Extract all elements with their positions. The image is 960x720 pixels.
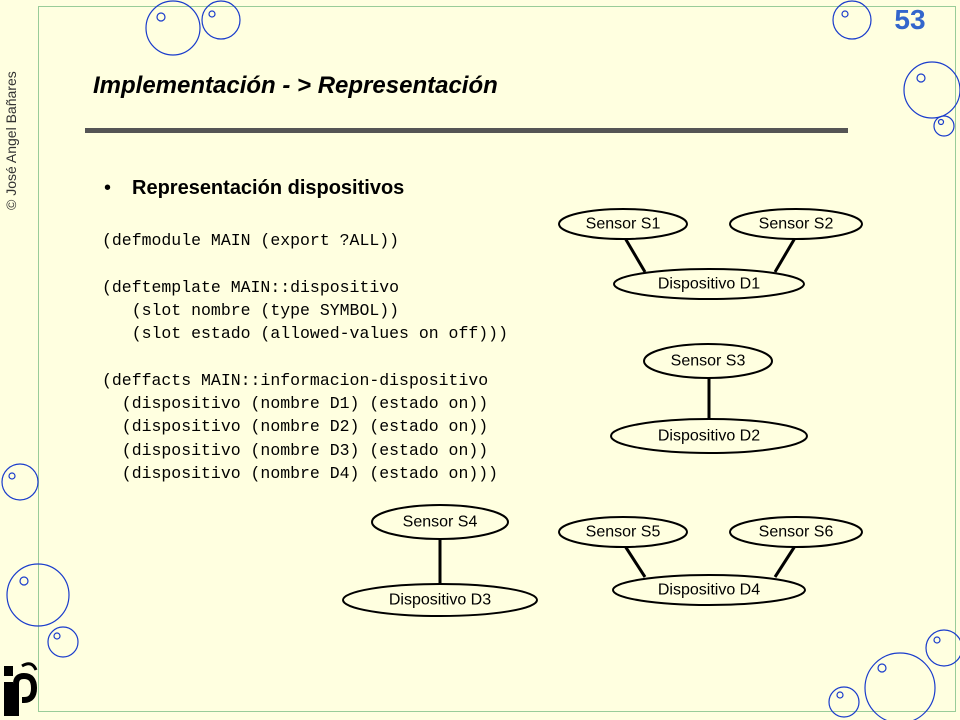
code-line: (deffacts MAIN::informacion-dispositivo <box>102 370 489 390</box>
label-device-d3: Dispositivo D3 <box>389 592 491 609</box>
node-sensor-s3 <box>643 343 773 379</box>
label-sensor-s5: Sensor S5 <box>586 524 661 541</box>
edge-s2-d1 <box>773 237 797 273</box>
institution-logo-icon <box>4 662 38 716</box>
bubble <box>841 10 849 18</box>
node-sensor-s1 <box>558 208 688 240</box>
code-line: (deftemplate MAIN::dispositivo <box>102 277 400 297</box>
bubble <box>925 629 960 667</box>
node-sensor-s6 <box>729 516 863 548</box>
node-device-d2 <box>610 418 808 454</box>
bullet-heading: Representación dispositivos <box>132 177 405 199</box>
node-sensor-s2 <box>729 208 863 240</box>
code-line: (dispositivo (nombre D4) (estado on))) <box>102 463 499 483</box>
bubble <box>903 61 960 119</box>
label-sensor-s1: Sensor S1 <box>586 216 661 233</box>
code-line: (dispositivo (nombre D1) (estado on)) <box>102 394 489 414</box>
label-device-d1: Dispositivo D1 <box>658 276 760 293</box>
node-sensor-s4 <box>371 504 509 540</box>
bubble <box>19 576 29 586</box>
slide-frame <box>38 6 956 712</box>
edge-s5-d4 <box>623 545 647 578</box>
title-divider <box>85 128 848 133</box>
bubble <box>1 463 39 501</box>
label-sensor-s3: Sensor S3 <box>671 353 746 370</box>
code-block: (defmodule MAIN (export ?ALL)) (deftempl… <box>102 229 508 485</box>
node-device-d3 <box>342 583 538 617</box>
bubble <box>208 10 216 18</box>
bubble <box>933 115 955 137</box>
bubble <box>832 0 872 40</box>
bubble <box>201 0 241 40</box>
code-line: (defmodule MAIN (export ?ALL)) <box>102 231 400 250</box>
edge-s6-d4 <box>773 545 797 578</box>
bubble <box>916 73 926 83</box>
bubble <box>145 0 201 56</box>
node-sensor-s5 <box>558 516 688 548</box>
code-line: (slot estado (allowed-values on off))) <box>102 324 508 344</box>
bubble <box>53 632 61 640</box>
node-device-d1 <box>613 268 805 300</box>
bubble <box>864 652 936 720</box>
bubble <box>937 118 945 126</box>
bubble <box>828 686 860 718</box>
bubble <box>877 663 887 673</box>
label-sensor-s2: Sensor S2 <box>759 216 834 233</box>
code-line: (slot nombre (type SYMBOL)) <box>102 300 400 320</box>
node-device-d4 <box>612 574 806 606</box>
label-sensor-s6: Sensor S6 <box>759 524 834 541</box>
bubble <box>836 691 844 699</box>
bubble <box>8 472 16 480</box>
label-device-d2: Dispositivo D2 <box>658 428 760 445</box>
bubble <box>47 626 79 658</box>
label-device-d4: Dispositivo D4 <box>658 582 760 599</box>
code-line: (dispositivo (nombre D2) (estado on)) <box>102 417 489 437</box>
code-line: (dispositivo (nombre D3) (estado on)) <box>102 440 489 460</box>
bullet-marker: • <box>104 177 112 199</box>
bubble <box>6 563 70 627</box>
edge-s1-d1 <box>623 237 647 273</box>
slide-number: 53 <box>894 4 926 35</box>
bubble <box>933 636 941 644</box>
label-sensor-s4: Sensor S4 <box>403 514 478 531</box>
slide-title: Implementación - > Representación <box>93 72 498 99</box>
bubble <box>156 12 166 22</box>
